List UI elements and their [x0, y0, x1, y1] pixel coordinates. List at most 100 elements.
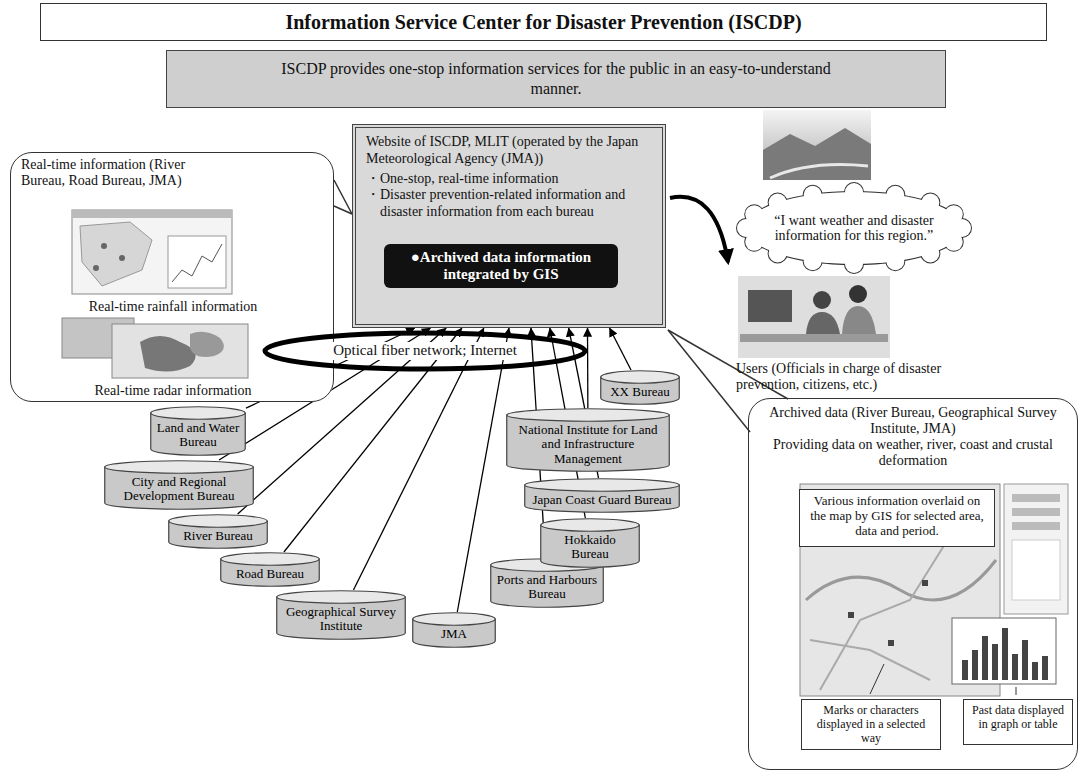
graph-bar: [962, 660, 968, 680]
database-cylinder: City and Regional Development Bureau: [104, 460, 254, 510]
cloud-outline: [737, 183, 971, 273]
map-mark: [848, 612, 854, 618]
cloud-part: [845, 183, 863, 201]
map-river: [806, 560, 996, 600]
summary-text: ISCDP provides one-stop information serv…: [276, 59, 836, 99]
title-text: Information Service Center for Disaster …: [285, 11, 801, 34]
cylinder-top: [277, 591, 406, 604]
person-head: [813, 291, 831, 309]
cylinder-top: [507, 409, 670, 422]
note-box: Past data displayed in graph or table: [963, 699, 1073, 745]
screenshot: [112, 324, 248, 378]
callout-text: Real-time rainfall information: [31, 299, 315, 315]
website-text: ・Disaster prevention-related information…: [366, 187, 652, 221]
cylinder-top: [105, 461, 254, 474]
database-name: City and Regional Development Bureau: [108, 475, 250, 504]
database-cylinder: River Bureau: [168, 514, 268, 549]
cloud-part: [745, 205, 763, 223]
callout-ground: [748, 398, 1078, 770]
radar-echo: [140, 336, 196, 372]
graph-bar: [1032, 662, 1038, 680]
radar-echo: [190, 332, 224, 357]
chart-panel: [168, 236, 226, 288]
cloud-part: [845, 183, 863, 201]
cylinder-top: [413, 613, 496, 626]
screenshot: [72, 210, 232, 294]
gis-text: ●Archived data information integrated by…: [392, 249, 610, 284]
person-body: [806, 312, 840, 334]
thought-text: “I want weather and disaster information…: [762, 213, 946, 244]
database-cylinder: Geographical Survey Institute: [276, 590, 406, 640]
database-cylinder: JMA: [412, 612, 496, 648]
callout-bubble: Archived data (River Bureau, Geographica…: [748, 398, 1078, 770]
window-bar: [72, 210, 232, 218]
callout-text: Real-time radar information: [31, 383, 315, 399]
cloud-part: [945, 233, 963, 251]
graph-bar: [1022, 640, 1028, 680]
map-dot: [101, 243, 107, 249]
callout-ground: [10, 152, 334, 402]
hill: [763, 128, 871, 180]
cylinder-top: [601, 371, 680, 384]
callout-text: Archived data (River Bureau, Geographica…: [753, 405, 1073, 437]
database-name: JMA: [416, 627, 492, 641]
flow-arrow: [670, 197, 728, 262]
cylinder-top: [151, 407, 246, 420]
cloud-part: [769, 244, 787, 262]
graph-bar: [1012, 654, 1018, 680]
database-name: Hokkaido Bureau: [544, 533, 636, 562]
cloud-part: [804, 186, 822, 204]
users-photo: [738, 276, 890, 358]
graph-bar: [992, 644, 998, 680]
network-ellipse: Optical fiber network; Internet: [262, 330, 588, 372]
callout-tail: [334, 180, 352, 214]
database-name: Ports and Harbours Bureau: [494, 573, 600, 602]
note-box: Various information overlaid on the map …: [799, 489, 995, 547]
database-cylinder: Land and Water Bureau: [150, 406, 246, 456]
graph-bar: [972, 650, 978, 680]
cloud-part: [945, 205, 963, 223]
landscape-photo: [763, 110, 871, 180]
cloud-part: [745, 205, 763, 223]
cloud-part: [804, 252, 822, 270]
map-mark: [922, 580, 928, 586]
river: [770, 165, 868, 179]
cylinder-top: [541, 519, 640, 532]
graph-bar: [1002, 628, 1008, 680]
summary-band: ISCDP provides one-stop information serv…: [166, 50, 946, 108]
website-text: ・One-stop, real-time information: [366, 171, 652, 188]
cloud-part: [804, 186, 822, 204]
cloud-part: [886, 186, 904, 204]
database-cylinder: XX Bureau: [600, 370, 680, 405]
cloud-part: [845, 255, 863, 273]
cloud-part: [804, 252, 822, 270]
panel-button: [1012, 508, 1060, 516]
chart-line: [172, 244, 222, 282]
cloud-fill: [737, 183, 971, 273]
panel-button: [1012, 522, 1060, 530]
users-label: Users (Officials in charge of disaster p…: [736, 361, 1006, 393]
network-ring: [265, 333, 585, 369]
website-text: Website of ISCDP, MLIT (operated by the …: [366, 134, 652, 168]
cylinder-top: [525, 479, 680, 492]
note-box: Marks or characters displayed in a selec…: [801, 699, 941, 750]
cloud-part: [945, 233, 963, 251]
title-box: Information Service Center for Disaster …: [40, 3, 1047, 41]
map-road: [810, 640, 930, 680]
cloud-part: [746, 192, 962, 264]
database-cylinder: National Institute for Land and Infrastr…: [506, 408, 670, 472]
graph-panel: [952, 618, 1056, 684]
note-text: Marks or characters displayed in a selec…: [807, 704, 935, 745]
callout-text: Providing data on weather, river, coast …: [753, 437, 1073, 469]
gis-box: ●Archived data information integrated by…: [384, 244, 618, 288]
database-name: Land and Water Bureau: [154, 421, 242, 450]
panel-button: [1012, 494, 1060, 502]
leader-line: [1016, 687, 1017, 695]
connector-arrow: [587, 328, 589, 408]
note-text: Past data displayed in graph or table: [969, 704, 1067, 732]
monitor: [748, 290, 792, 322]
thought-cloud: “I want weather and disaster information…: [734, 182, 974, 274]
map-dot: [119, 255, 125, 261]
database-name: National Institute for Land and Infrastr…: [510, 423, 666, 466]
